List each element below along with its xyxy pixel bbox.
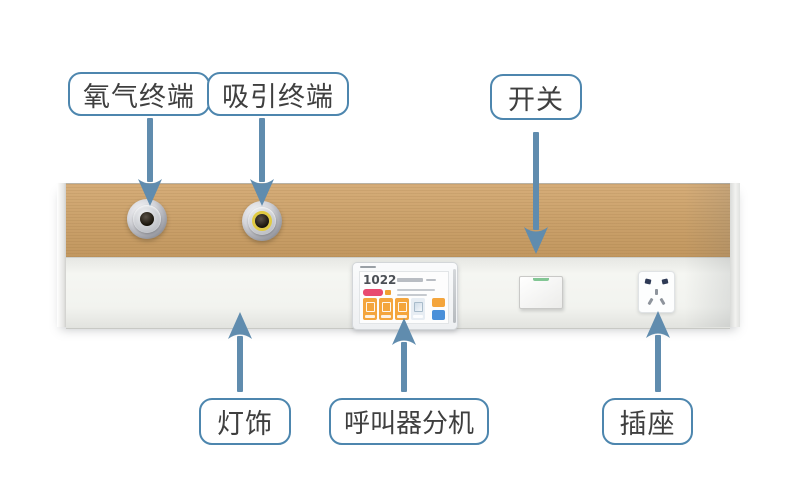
socket-pin-slot-right [659, 297, 666, 306]
panel-right-shading [684, 183, 730, 327]
screen-text-bar [426, 279, 436, 281]
power-socket [638, 271, 675, 313]
switch-indicator-strip [533, 278, 549, 281]
callout-call-extension: 呼叫器分机 [329, 398, 489, 445]
socket-flat-slot-left [644, 278, 652, 285]
panel-right-end-cap [730, 183, 740, 327]
arrow-down-switch-icon [524, 132, 548, 254]
photo-tile [411, 298, 425, 320]
suction-gas-terminal [242, 201, 282, 241]
status-badge [363, 289, 383, 296]
oxygen-gas-terminal [127, 199, 167, 239]
call-device-brand-mark [360, 266, 376, 268]
arrow-up-call-icon [392, 318, 416, 392]
panel-left-end-cap [57, 183, 66, 327]
oxygen-terminal-hole [140, 212, 154, 226]
wood-trim-band [66, 183, 730, 258]
callout-switch: 开关 [490, 74, 582, 120]
socket-pin-slot-left [647, 297, 654, 306]
nurse-call-extension-device: 1022 [352, 262, 458, 330]
screen-text-bar [397, 289, 435, 291]
call-confirm-button [432, 310, 445, 320]
status-dot [385, 290, 391, 295]
arrow-up-socket-icon [646, 311, 670, 392]
care-icon-tiles [363, 298, 425, 320]
socket-ground-slot [655, 289, 658, 295]
call-device-screen: 1022 [359, 271, 449, 324]
callout-light-fixture: 灯饰 [199, 398, 291, 445]
callout-light-label: 灯饰 [217, 409, 273, 440]
arrow-down-suction-icon [250, 118, 274, 206]
light-switch [519, 276, 563, 309]
mini-tile [432, 298, 445, 307]
socket-flat-slot-right [661, 278, 669, 285]
care-icon-tile [395, 298, 409, 320]
callout-call-label: 呼叫器分机 [343, 409, 474, 439]
callout-suction-terminal: 吸引终端 [207, 72, 349, 116]
suction-terminal-hole [255, 214, 269, 228]
callout-suction-label: 吸引终端 [222, 81, 334, 113]
callout-oxygen-terminal: 氧气终端 [68, 72, 210, 116]
room-number: 1022 [363, 273, 397, 287]
call-device-side-trim [453, 269, 456, 323]
callout-socket-label: 插座 [619, 409, 676, 440]
patient-name-text-bar [397, 278, 423, 282]
care-icon-tile [363, 298, 377, 320]
callout-switch-label: 开关 [508, 84, 564, 116]
callout-socket: 插座 [602, 398, 693, 445]
screen-text-bar [397, 294, 427, 296]
care-icon-tile [379, 298, 393, 320]
callout-oxygen-label: 氧气终端 [83, 81, 195, 113]
arrow-up-light-icon [228, 312, 252, 392]
arrow-down-oxygen-icon [138, 118, 162, 206]
